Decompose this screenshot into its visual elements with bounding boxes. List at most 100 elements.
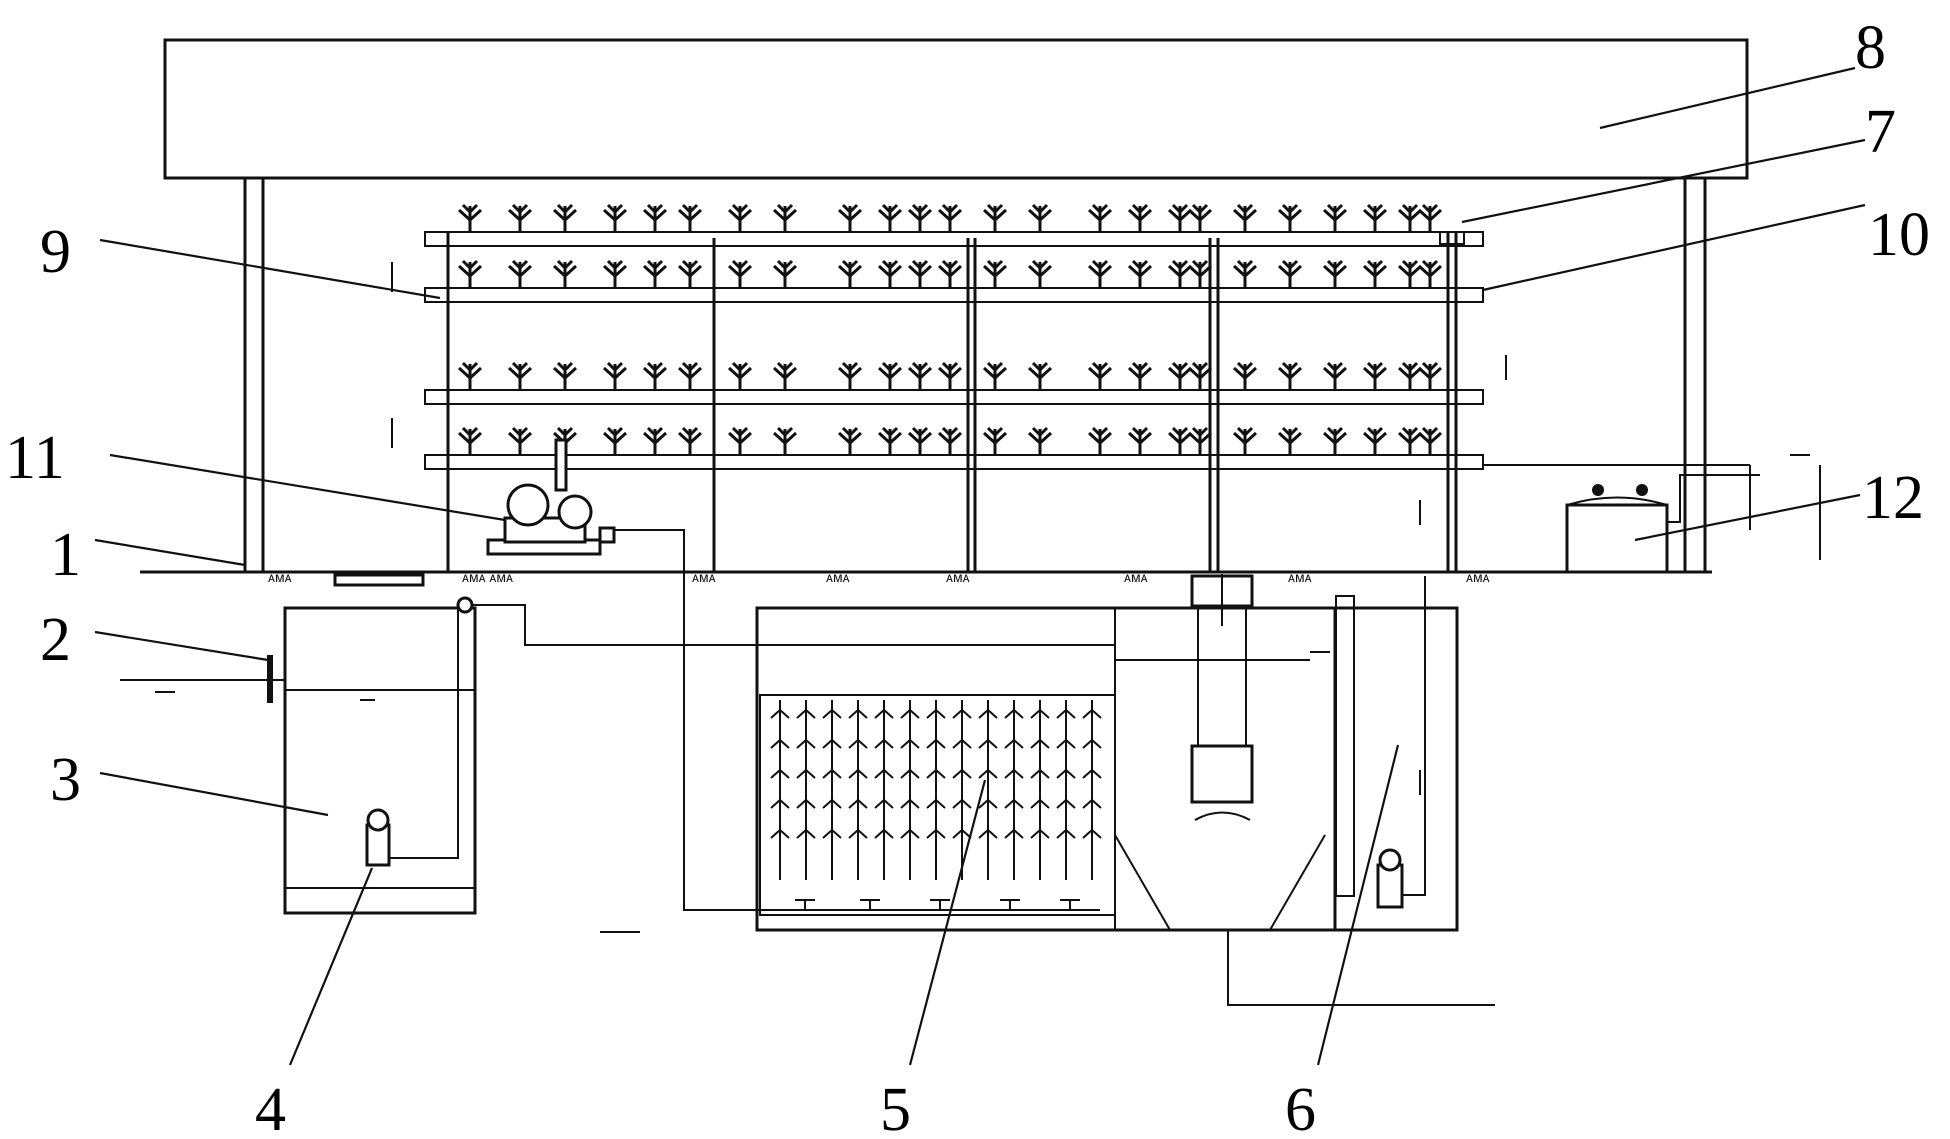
plant-icon	[1417, 426, 1443, 455]
label-4: 4	[255, 1076, 286, 1139]
plant-icon	[507, 426, 533, 455]
plant-icon	[1027, 426, 1053, 455]
rack-plants	[457, 203, 1443, 455]
plant-icon	[907, 203, 933, 232]
plant-icon	[772, 426, 798, 455]
plant-icon	[1417, 203, 1443, 232]
plant-icon	[1232, 259, 1258, 288]
plant-icon	[1362, 361, 1388, 390]
regulating-tank	[120, 573, 745, 915]
svg-text:ᴀᴍᴀ: ᴀᴍᴀ	[946, 569, 970, 585]
plant-icon	[1277, 203, 1303, 232]
plant-icon	[937, 259, 963, 288]
plant-icon	[837, 361, 863, 390]
plant-icon	[1127, 203, 1153, 232]
settling-tank	[1114, 574, 1495, 1006]
label-10: 10	[1868, 201, 1930, 269]
plant-icon	[877, 361, 903, 390]
svg-text:ᴀᴍᴀ: ᴀᴍᴀ	[1288, 569, 1312, 585]
plant-icon	[642, 259, 668, 288]
plant-icon	[1322, 259, 1348, 288]
plant-icon	[552, 259, 578, 288]
label-9: 9	[40, 218, 71, 286]
label-2: 2	[40, 606, 71, 674]
plant-icon	[1417, 259, 1443, 288]
plant-icon	[552, 203, 578, 232]
ground-hatching: ᴀᴍᴀ ᴀᴍᴀ ᴀᴍᴀ ᴀᴍᴀ ᴀᴍᴀ ᴀᴍᴀ ᴀᴍᴀ ᴀᴍᴀ ᴀᴍᴀ	[268, 569, 1490, 585]
plant-icon	[1127, 259, 1153, 288]
plant-icon	[1167, 203, 1193, 232]
plant-icon	[457, 426, 483, 455]
plant-icon	[837, 203, 863, 232]
leader-lines	[94, 66, 1866, 1066]
plant-icon	[1167, 361, 1193, 390]
plant-icon	[1322, 203, 1348, 232]
label-11: 11	[5, 424, 65, 492]
plant-icon	[1027, 361, 1053, 390]
plant-icon	[1087, 203, 1113, 232]
plant-icon	[457, 361, 483, 390]
label-6: 6	[1285, 1076, 1316, 1139]
plant-icon	[1277, 259, 1303, 288]
roof-canopy	[163, 38, 1749, 180]
planting-rack	[391, 231, 1821, 572]
plant-icon	[642, 361, 668, 390]
svg-text:ᴀᴍᴀ: ᴀᴍᴀ	[268, 569, 292, 585]
plant-icon	[677, 426, 703, 455]
plant-icon	[1087, 259, 1113, 288]
plant-icon	[1232, 361, 1258, 390]
plant-icon	[907, 426, 933, 455]
plant-icon	[1397, 361, 1423, 390]
plant-icon	[907, 361, 933, 390]
plant-icon	[982, 426, 1008, 455]
plant-icon	[1127, 361, 1153, 390]
callout-labels: 8 7 10 9 11 12 1 2 3 4 5 6	[5, 14, 1930, 1139]
label-7: 7	[1865, 98, 1896, 166]
plant-icon	[602, 426, 628, 455]
plant-icon	[1187, 203, 1213, 232]
plant-icon	[877, 259, 903, 288]
plant-icon	[1187, 426, 1213, 455]
plant-icon	[772, 259, 798, 288]
plant-icon	[1362, 426, 1388, 455]
plant-icon	[937, 426, 963, 455]
plant-icon	[602, 203, 628, 232]
plant-icon	[837, 426, 863, 455]
plant-icon	[982, 203, 1008, 232]
plant-icon	[1397, 426, 1423, 455]
svg-text:ᴀᴍᴀ ᴀᴍᴀ: ᴀᴍᴀ ᴀᴍᴀ	[462, 569, 513, 585]
plant-icon	[982, 259, 1008, 288]
aeration-diffusers	[795, 899, 1080, 910]
svg-text:ᴀᴍᴀ: ᴀᴍᴀ	[1124, 569, 1148, 585]
plant-icon	[727, 259, 753, 288]
plant-icon	[1167, 259, 1193, 288]
plant-icon	[1187, 361, 1213, 390]
plant-icon	[1277, 426, 1303, 455]
roof-columns	[243, 178, 1707, 572]
plant-icon	[1322, 361, 1348, 390]
plant-icon	[677, 259, 703, 288]
plant-icon	[642, 426, 668, 455]
plant-icon	[772, 361, 798, 390]
plant-icon	[772, 203, 798, 232]
biofilm-media	[770, 700, 1102, 880]
plant-icon	[1362, 259, 1388, 288]
plant-icon	[1232, 203, 1258, 232]
plant-icon	[1187, 259, 1213, 288]
plant-icon	[1277, 361, 1303, 390]
label-3: 3	[50, 746, 81, 814]
plant-icon	[677, 361, 703, 390]
plant-icon	[1322, 426, 1348, 455]
plant-icon	[1397, 259, 1423, 288]
plant-icon	[507, 361, 533, 390]
plant-icon	[1397, 203, 1423, 232]
plant-icon	[1027, 259, 1053, 288]
plant-icon	[602, 361, 628, 390]
plant-icon	[1127, 426, 1153, 455]
plant-icon	[837, 259, 863, 288]
plant-icon	[1232, 426, 1258, 455]
plant-icon	[727, 361, 753, 390]
label-5: 5	[880, 1076, 911, 1139]
plant-icon	[1417, 361, 1443, 390]
